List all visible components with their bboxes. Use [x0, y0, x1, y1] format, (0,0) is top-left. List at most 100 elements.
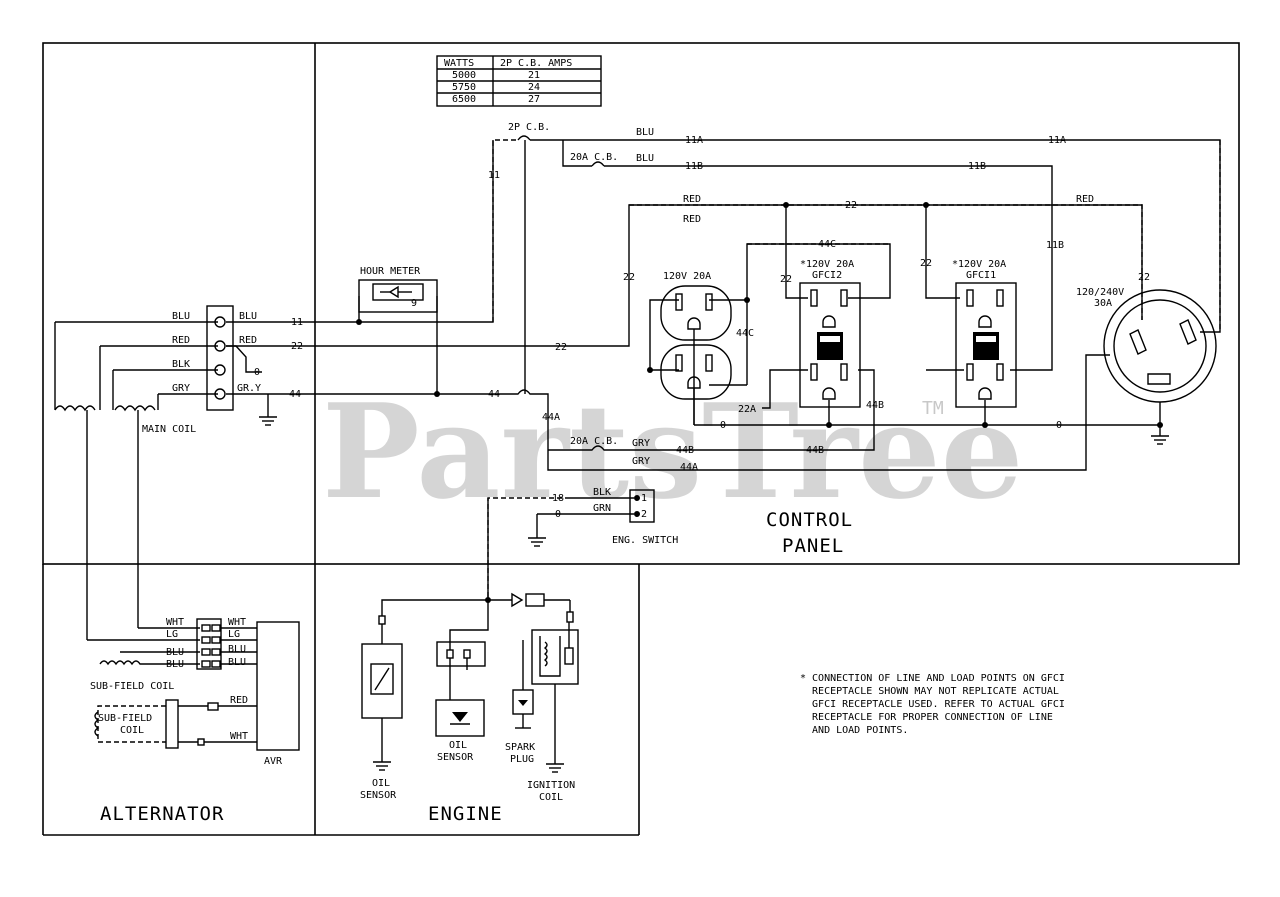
wire-label: 11B	[685, 161, 703, 172]
wire-label: GR.Y	[237, 383, 261, 394]
wire-label: RED	[230, 695, 248, 706]
wire-label: BLU	[228, 657, 246, 668]
wire-label: GRY	[172, 383, 190, 394]
table-cell: 27	[528, 94, 540, 105]
gfci-note: * CONNECTION OF LINE AND LOAD POINTS ON …	[800, 673, 1065, 736]
table-cell: 5000	[452, 70, 476, 81]
wire-label: 22	[623, 272, 635, 283]
gfci1-receptacle	[926, 282, 1017, 408]
subfield-coil-label: COIL	[120, 725, 144, 736]
wire-label: GRY	[632, 456, 650, 467]
wire-label: 0	[555, 509, 561, 520]
wire-label: 18	[552, 493, 564, 504]
wire-label: 44B	[806, 445, 824, 456]
breaker-table: WATTS 2P C.B. AMPS 5000 21 5750 24 6500 …	[436, 55, 602, 107]
wire-label: 22	[780, 274, 792, 285]
note-line: RECEPTACLE SHOWN MAY NOT REPLICATE ACTUA…	[800, 686, 1059, 697]
gfci1-label: GFCI1	[966, 270, 996, 281]
wire-label: WHT	[228, 617, 246, 628]
wire-label: RED	[172, 335, 190, 346]
twist-lock-rating: 120/240V	[1076, 287, 1124, 298]
hour-meter-number: 9	[411, 298, 417, 309]
spark-plug-label: SPARK	[505, 742, 535, 753]
ignition-coil-label: COIL	[539, 792, 563, 803]
section-engine-title: ENGINE	[428, 803, 503, 825]
oil-sensor-label: SENSOR	[360, 790, 397, 801]
oil-sensor-label: OIL	[372, 778, 390, 789]
note-line: * CONNECTION OF LINE AND LOAD POINTS ON …	[800, 673, 1065, 684]
section-frames	[42, 42, 1240, 836]
section-alternator-title: ALTERNATOR	[100, 803, 224, 825]
wire-label: RED	[683, 214, 701, 225]
avr-label: AVR	[264, 756, 283, 767]
wire-label: 44C	[818, 239, 836, 250]
wire-label: 44	[289, 389, 301, 400]
oil-sensor-label: OIL	[449, 740, 467, 751]
main-coil-label: MAIN COIL	[142, 424, 196, 435]
note-line: GFCI RECEPTACLE USED. REFER TO ACTUAL GF…	[800, 699, 1065, 710]
wire-label: GRN	[593, 503, 611, 514]
gfci1-rating: *120V 20A	[952, 259, 1006, 270]
table-cell: 6500	[452, 94, 476, 105]
table-header-watts: WATTS	[444, 58, 474, 69]
wire-label: 22	[291, 341, 303, 352]
ignition-coil-label: IGNITION	[527, 780, 575, 791]
wire-label: 44	[488, 389, 500, 400]
wire-label: 22A	[738, 404, 756, 415]
wire-label: 44B	[676, 445, 694, 456]
spark-plug-label: PLUG	[510, 754, 534, 765]
wire-label: BLU	[228, 644, 246, 655]
engine-components	[361, 592, 579, 773]
wire-label: BLU	[636, 127, 654, 138]
wire-label: 11A	[685, 135, 703, 146]
table-cell: 21	[528, 70, 540, 81]
avr-module	[94, 618, 300, 751]
wire-label: 22	[920, 258, 932, 269]
table-header-amps: 2P C.B. AMPS	[500, 58, 572, 69]
wire-label: 22	[555, 342, 567, 353]
twist-lock-amps: 30A	[1094, 298, 1112, 309]
twist-lock-receptacle	[1103, 289, 1217, 445]
section-control-title: CONTROL	[766, 509, 853, 531]
wire-label: 22	[845, 200, 857, 211]
wire-label: LG	[228, 629, 240, 640]
engine-switch	[487, 489, 655, 600]
hour-meter-label: HOUR METER	[360, 266, 421, 277]
wire-label: 44B	[866, 400, 884, 411]
wire-label: BLU	[166, 647, 184, 658]
wire-label: WHT	[166, 617, 184, 628]
gfci2-rating: *120V 20A	[800, 259, 854, 270]
wire-label: WHT	[230, 731, 248, 742]
watermark: PartsTree	[322, 375, 1023, 528]
engine-switch-label: ENG. SWITCH	[612, 535, 678, 546]
wire-label: RED	[239, 335, 257, 346]
switch-terminal: 1	[641, 493, 647, 504]
wire-label: 11B	[1046, 240, 1064, 251]
gfci2-label: GFCI2	[812, 270, 842, 281]
wire-label: 44A	[680, 462, 698, 473]
wire-label: LG	[166, 629, 178, 640]
wire-label: 22	[1138, 272, 1150, 283]
breaker-20a-label: 20A C.B.	[570, 436, 618, 447]
wire-label: RED	[683, 194, 701, 205]
note-line: RECEPTACLE FOR PROPER CONNECTION OF LINE	[800, 712, 1053, 723]
wire-label: BLK	[172, 359, 190, 370]
gfci2-receptacle	[762, 282, 861, 409]
wire-label: 44C	[736, 328, 754, 339]
section-panel-title: PANEL	[782, 535, 844, 557]
oil-sensor-label: SENSOR	[437, 752, 474, 763]
wire-label: RED	[1076, 194, 1094, 205]
wire-label: 11	[488, 170, 500, 181]
table-cell: 5750	[452, 82, 476, 93]
wire-label: 44A	[542, 412, 560, 423]
wire-label: 0	[1056, 420, 1062, 431]
watermark-tm: TM	[922, 398, 944, 419]
subfield-coil-label: SUB-FIELD	[98, 713, 152, 724]
terminal-block	[206, 305, 312, 426]
wire-label: GRY	[632, 438, 650, 449]
subfield-coil-label: SUB-FIELD COIL	[90, 681, 174, 692]
wire-label: 11A	[1048, 135, 1066, 146]
wire-label: BLU	[166, 659, 184, 670]
wire-label: BLU	[636, 153, 654, 164]
wire-label: 0	[254, 367, 260, 378]
